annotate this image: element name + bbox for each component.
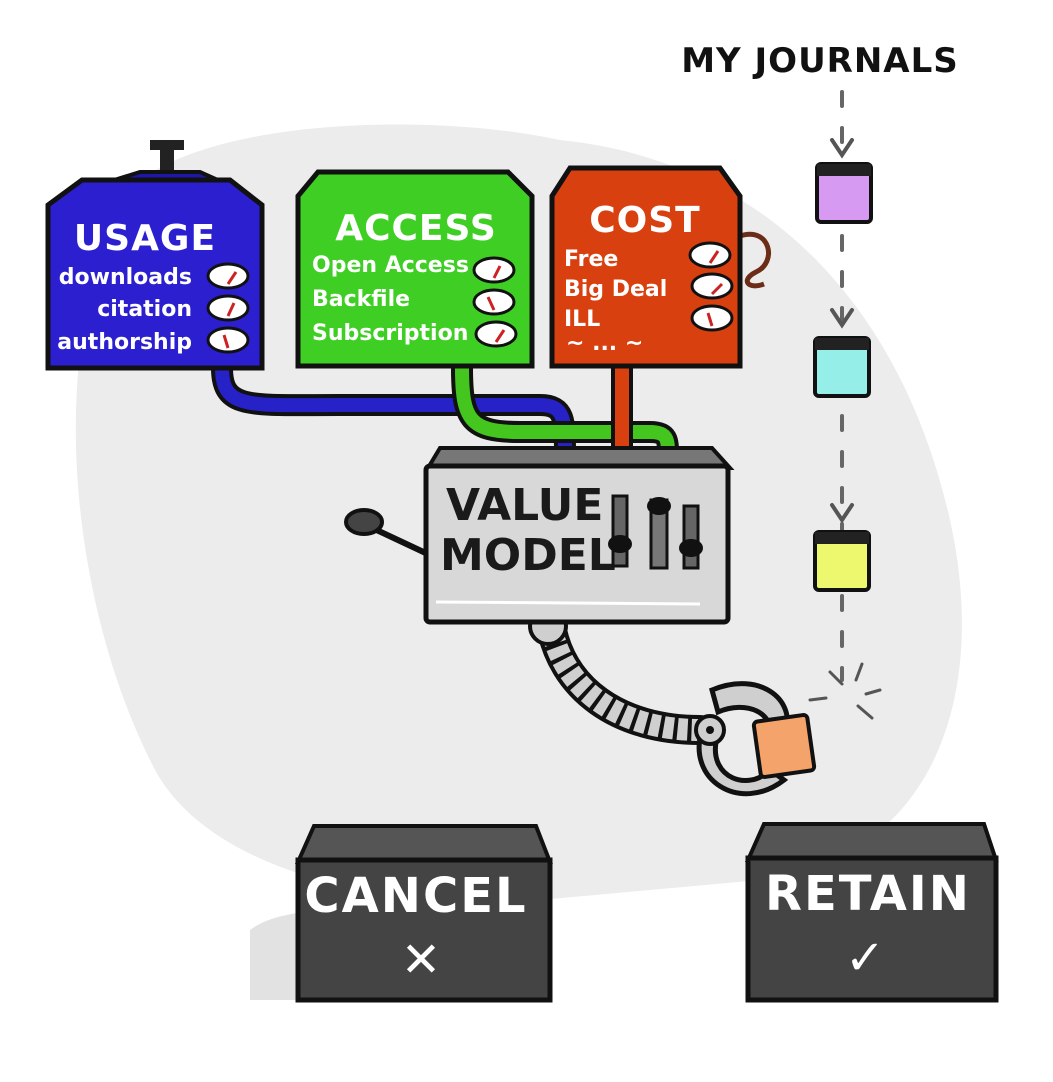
gauge-icon [472,288,516,316]
gauge-icon [690,304,734,332]
usage-box: USAGE downloads citation authorship [45,140,265,371]
crank-handle-icon [344,508,384,536]
cost-item-1: Big Deal [564,277,667,302]
gauge-icon [206,294,250,322]
access-item-2: Subscription [312,321,468,346]
gauge-icon [688,241,732,269]
gauge-icon [472,256,516,284]
value-model-machine: VALUE MODEL [344,446,817,797]
arrow-down-icon [830,308,854,329]
usage-item-0: downloads [59,265,192,290]
access-item-1: Backfile [312,287,410,312]
cost-box: COST Free Big Deal ILL ~ ... ~ [549,165,771,369]
access-box: ACCESS Open Access Backfile Subscription [295,169,535,369]
cost-item-3: ~ ... ~ [566,331,643,356]
access-item-0: Open Access [312,253,469,278]
access-title: ACCESS [335,208,497,249]
journal-conveyor [808,90,882,720]
slider-knob [679,539,703,557]
cancel-label: CANCEL [304,868,527,924]
cost-title: COST [589,200,701,241]
cancel-bin: CANCEL ✕ [294,824,553,1003]
retain-check-icon: ✓ [845,930,887,986]
arrow-down-icon [830,503,854,524]
value-model-line1: VALUE [446,480,603,531]
retain-bin: RETAIN ✓ [744,822,999,1003]
slider-controls [608,494,703,570]
burst-icon [808,662,882,720]
journal-square-orange [751,713,817,779]
pipes [211,357,679,466]
usage-title: USAGE [74,218,216,259]
gauge-icon [690,272,734,300]
cancel-x-icon: ✕ [401,932,443,988]
usage-item-1: citation [97,297,192,322]
gauge-icon [206,262,250,290]
arrow-down-icon [830,138,854,159]
slider-knob [608,535,632,553]
usage-item-2: authorship [57,330,192,355]
gauge-icon [474,320,518,348]
retain-label: RETAIN [765,866,971,922]
gauge-icon [206,326,250,354]
my-journals-title: MY JOURNALS [681,41,959,81]
value-model-line2: MODEL [440,530,616,581]
slider-knob [647,497,671,515]
cost-item-2: ILL [564,307,600,332]
cost-item-0: Free [564,247,618,272]
